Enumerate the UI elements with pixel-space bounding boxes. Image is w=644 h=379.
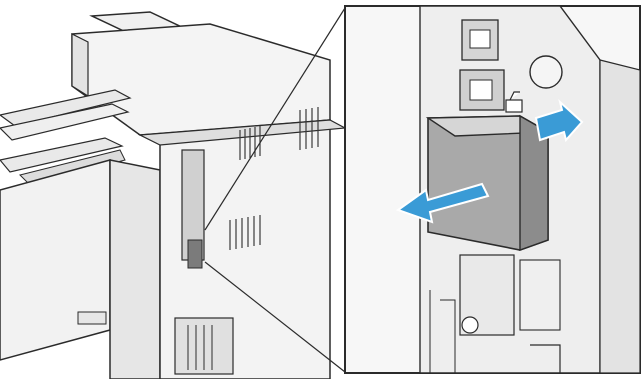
upper-housing-side (72, 34, 88, 96)
inset-frame (345, 6, 640, 373)
round-connector (530, 56, 562, 88)
main-body-front (0, 160, 110, 360)
removable-module (428, 116, 548, 250)
printer-body (0, 8, 345, 379)
rear-module-small (188, 240, 202, 268)
feet-slot (78, 312, 106, 324)
upper-housing (72, 24, 330, 135)
main-body-side (110, 160, 160, 379)
